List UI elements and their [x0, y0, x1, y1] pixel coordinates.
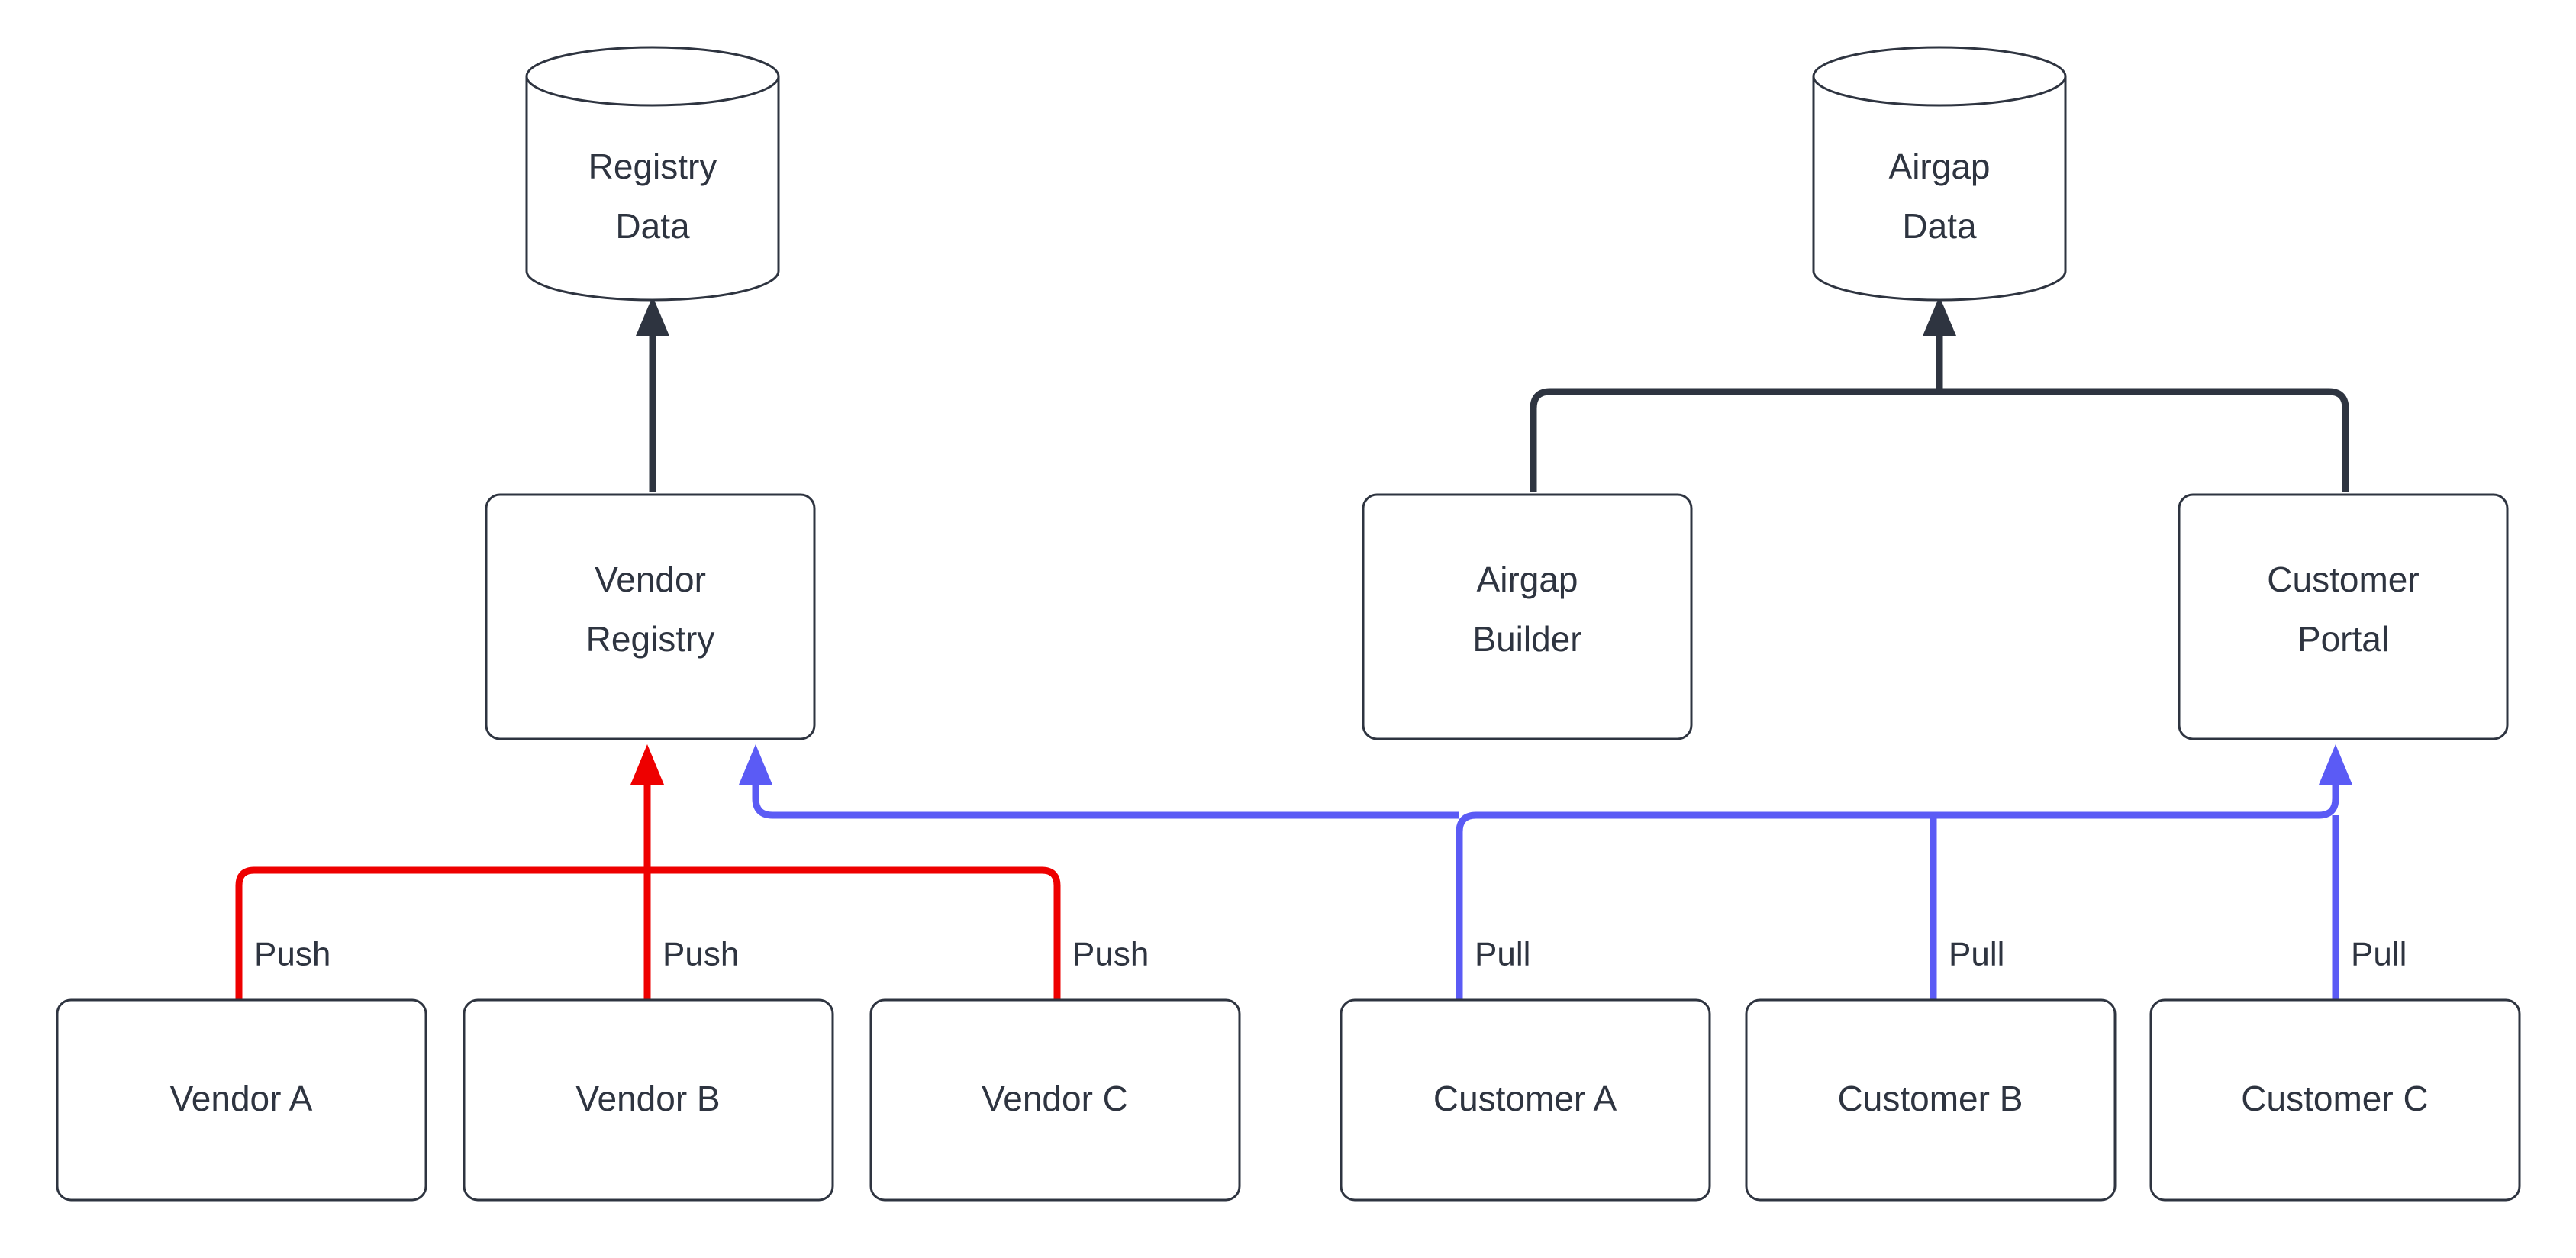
node-label: Vendor A: [170, 1079, 313, 1118]
node-label-line2: Builder: [1472, 619, 1581, 659]
edge-label-pull-customer-a: Pull: [1475, 936, 1530, 973]
node-customer-b[interactable]: Customer B: [1745, 998, 2117, 1202]
node-box: [485, 493, 816, 740]
edge-label-push-vendor-c: Push: [1072, 936, 1149, 973]
node-customer-portal[interactable]: Customer Portal: [2178, 493, 2509, 740]
node-box: [869, 998, 1241, 1202]
node-label: Customer C: [2241, 1079, 2428, 1118]
node-label-line1: Vendor: [595, 560, 706, 599]
edge-label-push-vendor-a: Push: [254, 936, 330, 973]
node-box: [1745, 998, 2117, 1202]
datastore-airgap-data[interactable]: Airgap Data: [1812, 46, 2067, 302]
datastore-registry-data[interactable]: Registry Data: [525, 46, 780, 302]
edge-bus-line: [1456, 771, 2339, 1000]
edge-label-pull-customer-c: Pull: [2351, 936, 2407, 973]
node-customer-a[interactable]: Customer A: [1340, 998, 1711, 1202]
node-label-line1: Airgap: [1477, 560, 1578, 599]
cylinder-body: [1812, 76, 2067, 302]
node-label-line1: Customer: [2267, 560, 2419, 599]
edge-branch-to-vendor-registry: [752, 771, 1459, 819]
edge-customers-pull-bus: [739, 744, 2352, 1000]
node-vendor-a[interactable]: Vendor A: [56, 998, 427, 1202]
node-box: [56, 998, 427, 1202]
node-label: Vendor B: [575, 1079, 720, 1118]
node-box: [1340, 998, 1711, 1202]
arrowhead-up-icon: [636, 296, 669, 336]
edge-label-pull-customer-b: Pull: [1949, 936, 2004, 973]
node-vendor-registry[interactable]: Vendor Registry: [485, 493, 816, 740]
cylinder-body: [525, 76, 780, 302]
edge-line: [1530, 388, 2349, 492]
node-box: [463, 998, 834, 1202]
arrowhead-up-icon: [739, 744, 772, 785]
node-customer-c[interactable]: Customer C: [2149, 998, 2521, 1202]
edge-vendor-registry-to-registry-data: [636, 296, 669, 492]
edge-vendors-push-to-vendor-registry: [235, 744, 1061, 1000]
node-label: Vendor C: [982, 1079, 1128, 1118]
datastore-label-line2: Data: [1902, 206, 1977, 246]
node-box: [2178, 493, 2509, 740]
datastore-label-line1: Airgap: [1889, 147, 1991, 186]
arrowhead-up-icon: [1923, 296, 1956, 336]
datastore-label-line2: Data: [615, 206, 690, 246]
cylinder-top-ellipse: [1812, 46, 2067, 107]
arrowhead-up-icon: [630, 744, 664, 785]
node-label: Customer A: [1433, 1079, 1617, 1118]
datastore-label-line1: Registry: [588, 147, 717, 186]
node-vendor-b[interactable]: Vendor B: [463, 998, 834, 1202]
node-airgap-builder[interactable]: Airgap Builder: [1362, 493, 1693, 740]
edge-label-push-vendor-b: Push: [663, 936, 739, 973]
cylinder-top-ellipse: [525, 46, 780, 107]
node-label-line2: Portal: [2297, 619, 2389, 659]
arrowhead-up-icon: [2319, 744, 2352, 785]
node-box: [1362, 493, 1693, 740]
node-label-line2: Registry: [586, 619, 715, 659]
node-box: [2149, 998, 2521, 1202]
edge-builders-to-airgap-data: [1530, 296, 2349, 492]
node-vendor-c[interactable]: Vendor C: [869, 998, 1241, 1202]
node-label: Customer B: [1838, 1079, 2023, 1118]
